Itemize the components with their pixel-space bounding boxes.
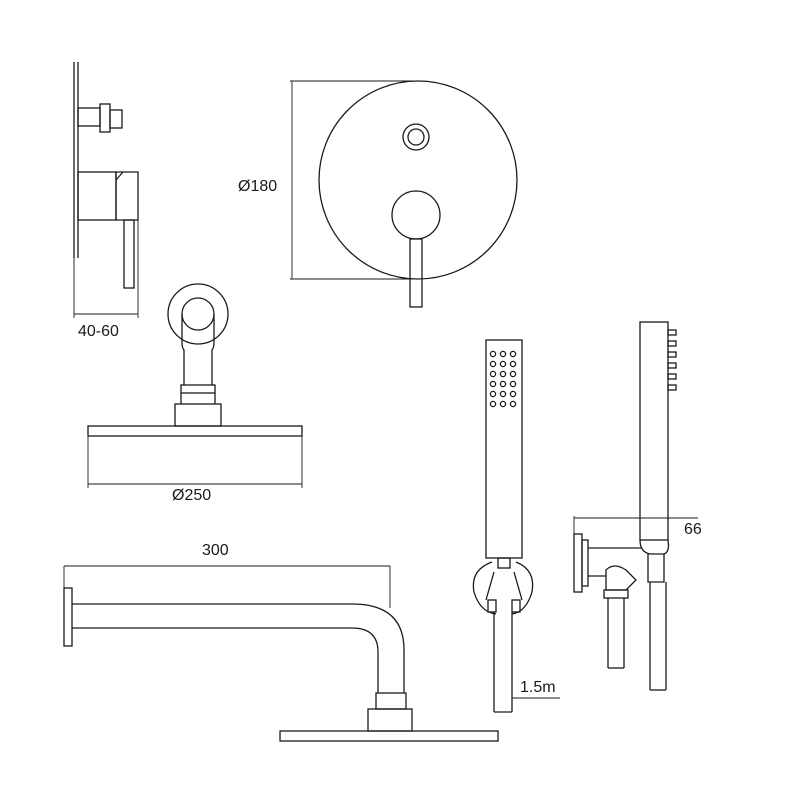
nozzle-dot [499,390,507,398]
plate-diameter-label: Ø180 [238,178,277,195]
nozzle-dot [499,360,507,368]
side-nozzle [667,373,677,380]
nozzle-dot [489,360,497,368]
nozzle-dot [489,400,497,408]
nozzle-dot [509,390,517,398]
side-nozzle [667,329,677,336]
bracket-projection-label: 66 [684,521,702,538]
hose-length-label: 1.5m [520,679,556,696]
side-nozzle [667,362,677,369]
mixer-front-view [290,80,518,308]
nozzle-dot [499,350,507,358]
depth-range-label: 40-60 [78,323,119,340]
nozzle-dot [509,380,517,388]
nozzle-dot [499,380,507,388]
ceiling-shower-head [87,283,303,488]
hand-shower-front-view [472,339,560,713]
nozzle-dot [499,370,507,378]
head-diameter-label: Ø250 [172,487,211,504]
wall-arm-assembly [63,565,499,742]
arm-length-label: 300 [202,542,229,559]
nozzle-dot [489,390,497,398]
spray-nozzles [489,350,517,408]
side-nozzles [667,329,677,391]
hand-shower-side-view [573,321,698,691]
nozzle-dot [509,400,517,408]
nozzle-dot [499,400,507,408]
nozzle-dot [489,370,497,378]
side-nozzle [667,351,677,358]
side-nozzle [667,340,677,347]
nozzle-dot [509,370,517,378]
side-nozzle [667,384,677,391]
nozzle-dot [509,350,517,358]
nozzle-dot [509,360,517,368]
nozzle-dot [489,380,497,388]
mixer-side-view [73,62,139,318]
nozzle-dot [489,350,497,358]
